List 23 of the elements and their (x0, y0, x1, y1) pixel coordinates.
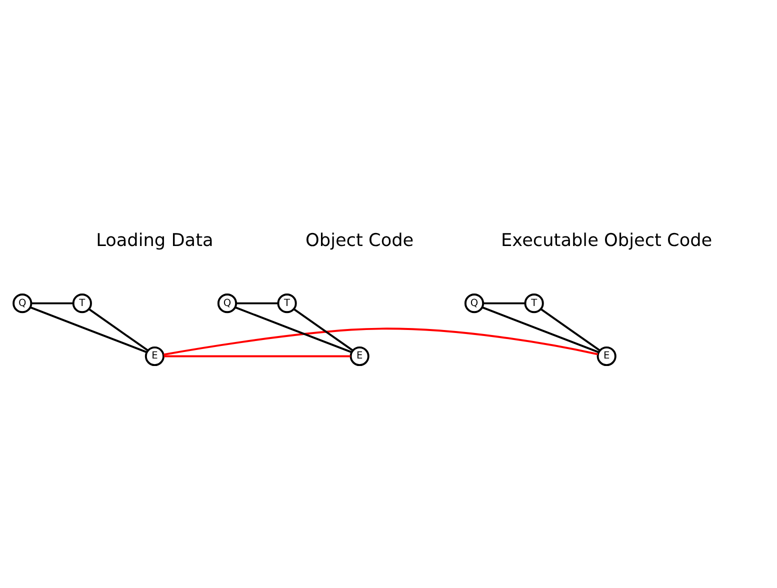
node-circle: Q (12, 293, 32, 313)
connector (234, 306, 352, 353)
node-circle: E (596, 346, 616, 366)
node-circle: E (350, 346, 370, 366)
connector (236, 302, 278, 304)
node-text: Loading Data (96, 230, 214, 250)
connector (88, 308, 148, 351)
connector (293, 308, 354, 351)
node-circle: T (524, 293, 544, 313)
connector (482, 306, 599, 353)
connector (31, 302, 74, 304)
node-circle: T (277, 293, 297, 313)
connector (30, 306, 148, 353)
node-circle: T (72, 293, 92, 313)
node-circle: Q (217, 293, 238, 313)
connector (540, 308, 600, 351)
node-circle: E (144, 346, 164, 366)
connector (164, 327, 598, 356)
node-text: Executable Object Code (501, 230, 712, 250)
node-circle: Q (464, 293, 484, 313)
node-text: Object Code (306, 230, 414, 250)
connector (164, 354, 350, 357)
connector (483, 302, 525, 304)
